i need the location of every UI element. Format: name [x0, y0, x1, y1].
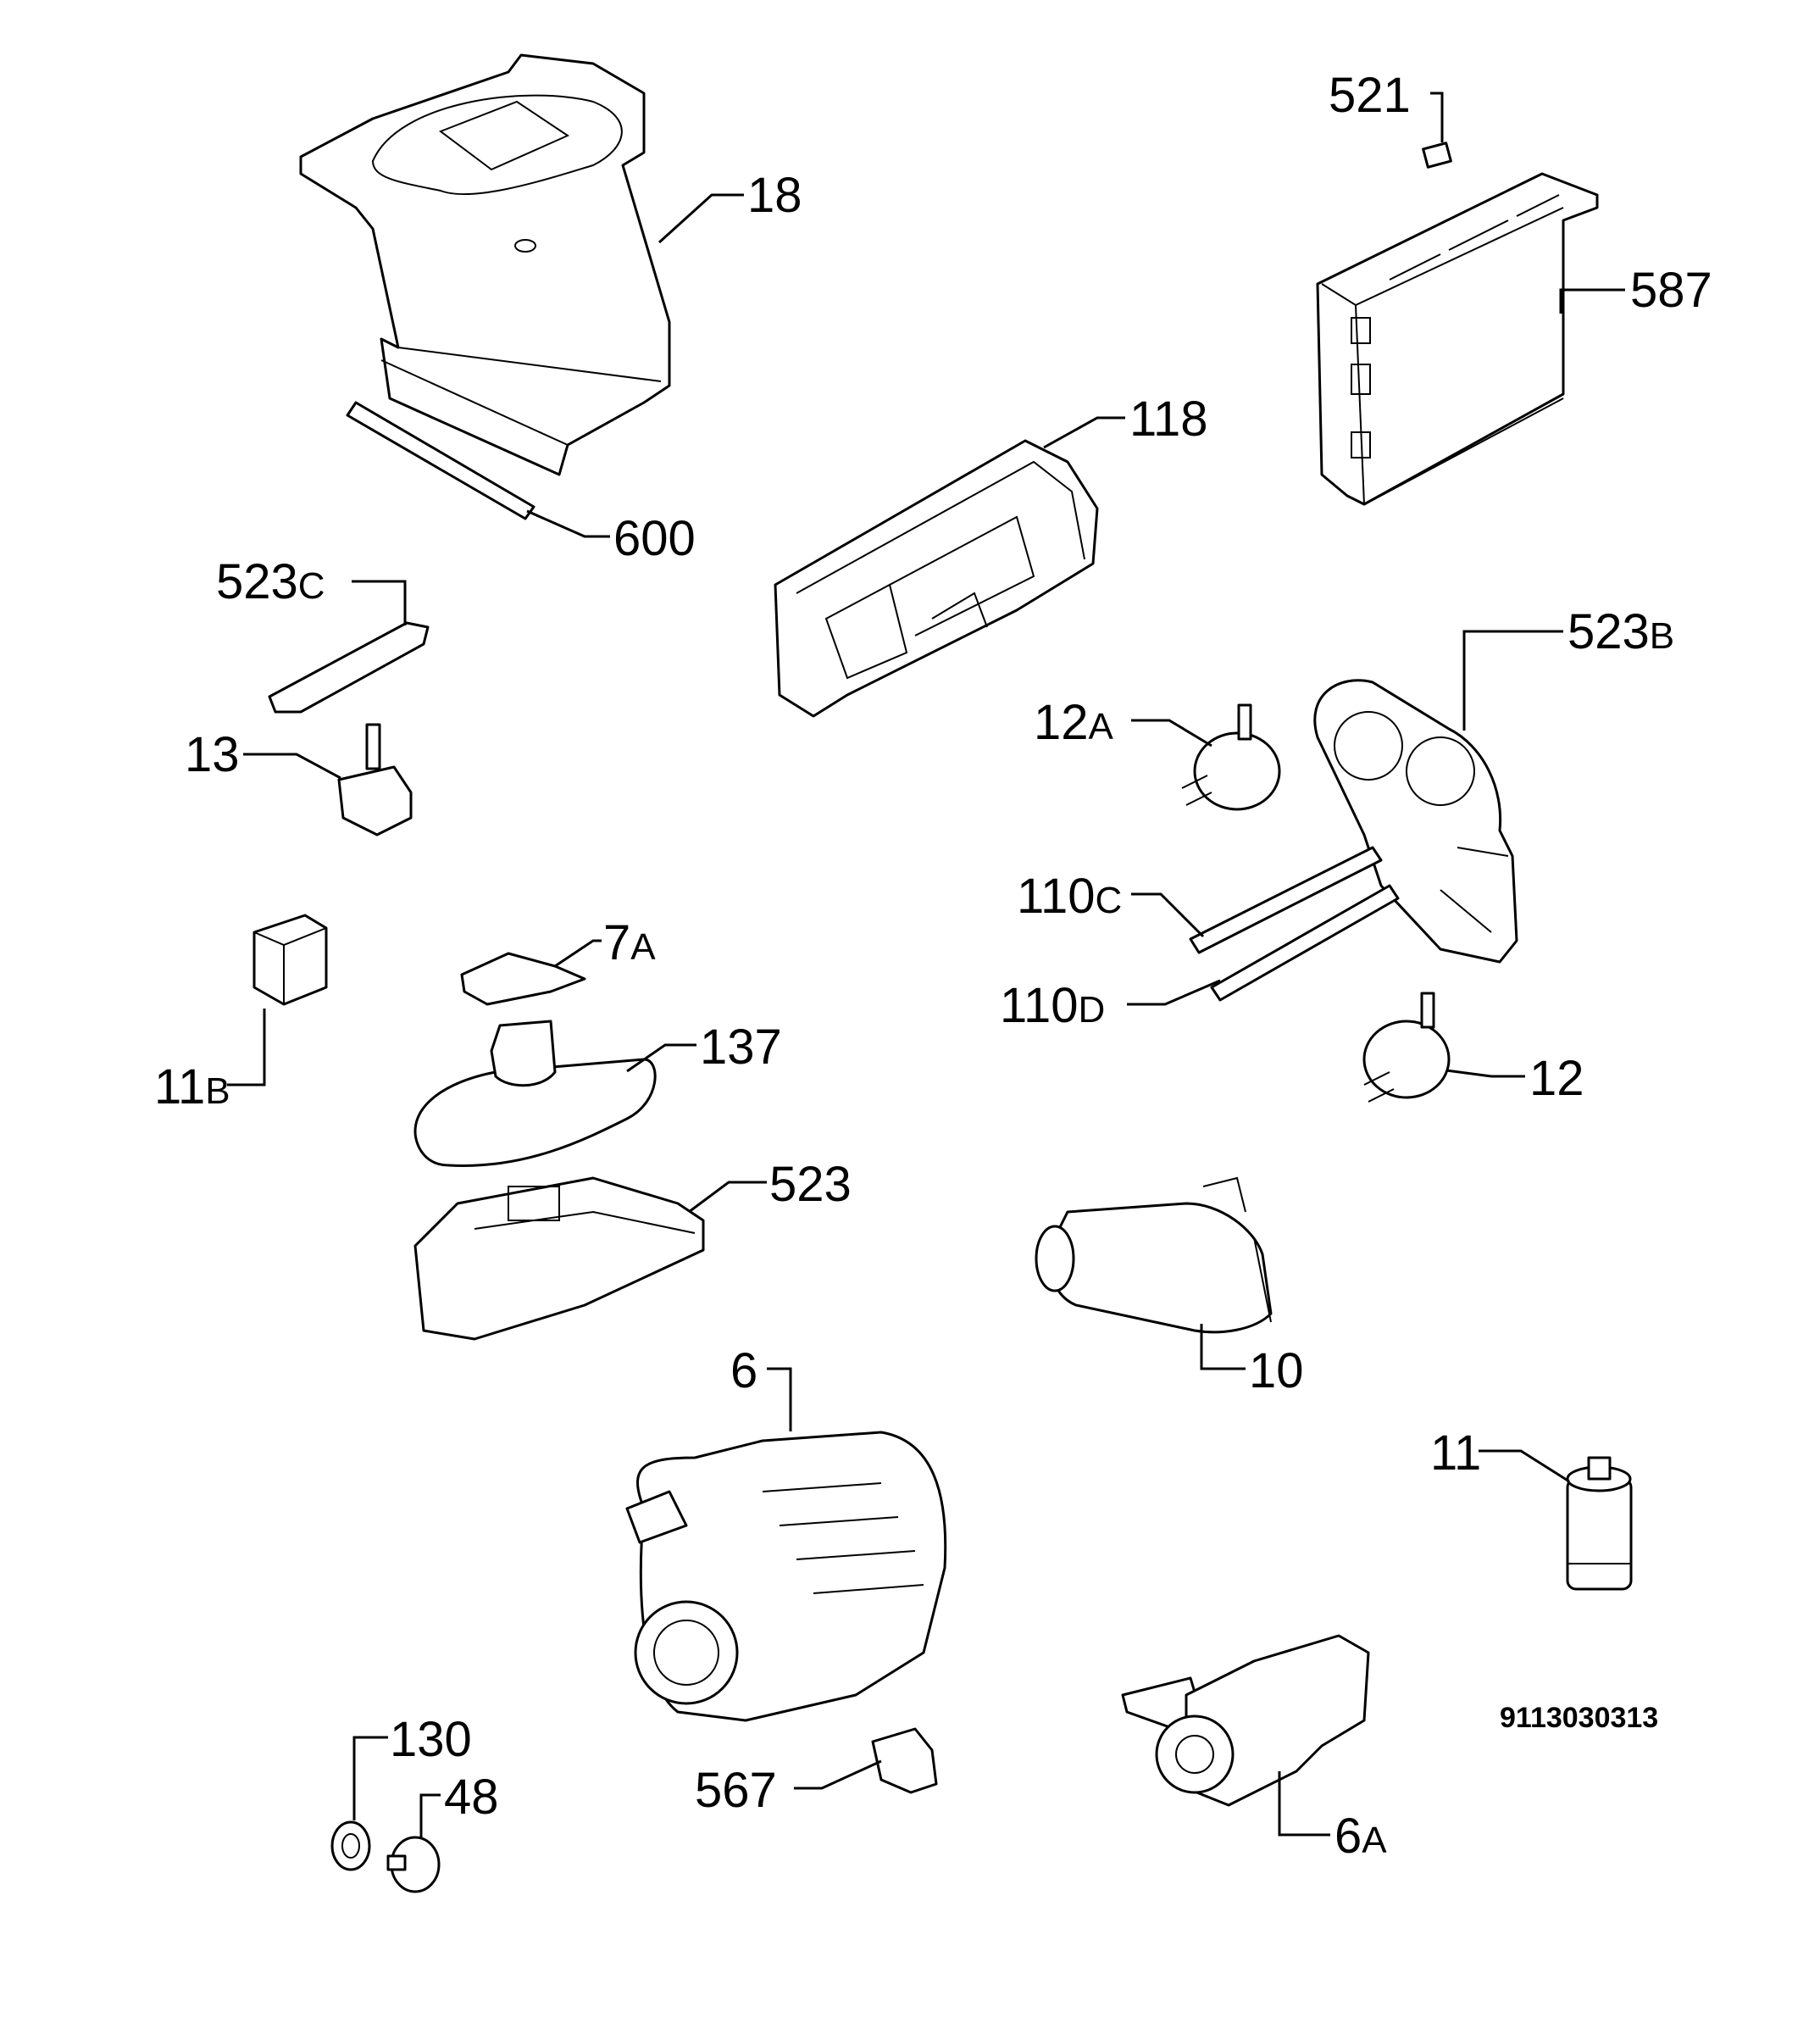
label-110c: 110C: [1017, 869, 1122, 924]
part-110d-hose: [1210, 884, 1400, 1002]
label-130: 130: [390, 1712, 472, 1767]
label-11: 11: [1430, 1425, 1481, 1481]
label-118: 118: [1129, 392, 1207, 447]
label-11b: 11B: [154, 1059, 230, 1114]
part-6a-drain-pump: [1121, 1634, 1370, 1807]
label-110d: 110D: [1000, 978, 1105, 1033]
part-523c-terminal-board: [268, 621, 430, 714]
part-567-clip: [871, 1727, 938, 1794]
part-110c-hose: [1189, 846, 1383, 954]
part-521-connector: [1422, 142, 1452, 169]
part-11-capacitor: [1566, 1456, 1633, 1591]
part-48-plug: [386, 1836, 441, 1893]
label-12: 12: [1529, 1051, 1584, 1106]
label-13: 13: [185, 727, 240, 782]
label-523b: 523B: [1568, 604, 1674, 659]
part-600-seal-strip: [346, 401, 535, 520]
part-523-base-plate: [413, 1176, 705, 1341]
label-48: 48: [444, 1770, 499, 1825]
label-567: 567: [695, 1763, 777, 1818]
label-523c: 523C: [216, 554, 325, 609]
label-137: 137: [700, 1020, 782, 1075]
label-523: 523: [769, 1157, 852, 1212]
part-523b-housing: [1313, 679, 1518, 964]
part-11b-relay: [252, 914, 328, 1006]
leader-lines: [227, 92, 1625, 1837]
part-6-circulation-pump: [625, 1431, 947, 1722]
label-600: 600: [613, 511, 696, 566]
part-12a-pressure-switch: [1181, 703, 1281, 811]
part-7a-bracket: [460, 952, 586, 1006]
part-587-electronic-module: [1316, 172, 1599, 506]
label-6: 6: [730, 1343, 757, 1398]
label-12a: 12A: [1034, 695, 1114, 750]
label-7a: 7A: [603, 915, 656, 970]
part-137-cover: [413, 1020, 657, 1167]
part-13-switch: [337, 723, 413, 836]
label-18: 18: [747, 168, 802, 223]
label-10: 10: [1249, 1343, 1304, 1398]
part-118-dispenser: [774, 439, 1099, 718]
part-130-washer: [330, 1820, 371, 1871]
label-521: 521: [1329, 68, 1411, 123]
part-12-pressure-switch: [1362, 992, 1451, 1103]
part-18-air-duct: [299, 53, 671, 476]
label-6a: 6A: [1334, 1809, 1387, 1864]
label-587: 587: [1630, 263, 1712, 318]
drawing-code: 9113030313: [1500, 1702, 1658, 1734]
part-10-heater: [1035, 1176, 1273, 1334]
